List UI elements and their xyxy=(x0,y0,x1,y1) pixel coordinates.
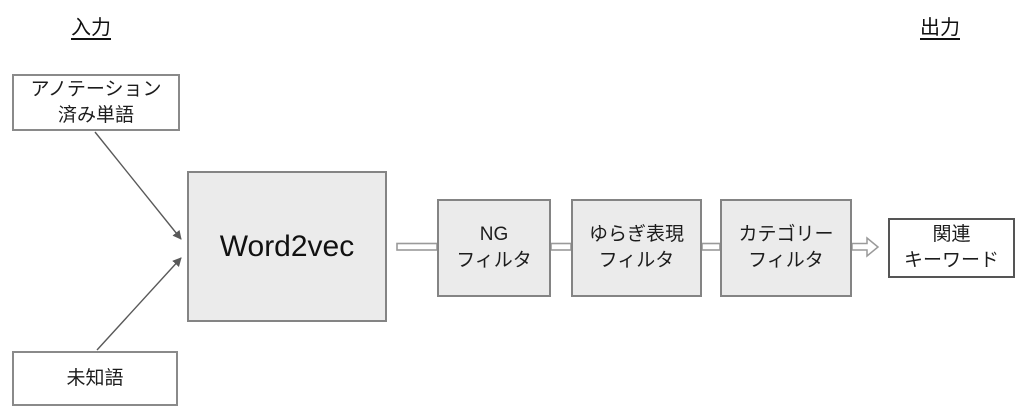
node-ng-filter: NG フィルタ xyxy=(437,199,551,297)
hollow-arrow-category-to-related-keywords xyxy=(851,236,880,258)
node-word2vec: Word2vec xyxy=(187,171,387,322)
node-annotated-words: アノテーション 済み単語 xyxy=(12,74,180,131)
arrow-annotated-to-word2vec xyxy=(94,131,182,240)
pipe-ng-filter-to-fluctuation-filter xyxy=(550,242,572,251)
pipe-word2vec-to-ng-filter xyxy=(396,242,438,251)
arrow-unknown-to-word2vec xyxy=(96,257,182,351)
node-unknown-words: 未知語 xyxy=(12,351,178,406)
output-section-label: 出力 xyxy=(920,17,960,39)
input-section-label: 入力 xyxy=(71,17,111,39)
node-category-filter: カテゴリー フィルタ xyxy=(720,199,852,297)
pipe-fluctuation-filter-to-category-filter xyxy=(701,242,721,251)
node-related-keywords: 関連 キーワード xyxy=(888,218,1015,278)
node-fluctuation-filter: ゆらぎ表現 フィルタ xyxy=(571,199,702,297)
